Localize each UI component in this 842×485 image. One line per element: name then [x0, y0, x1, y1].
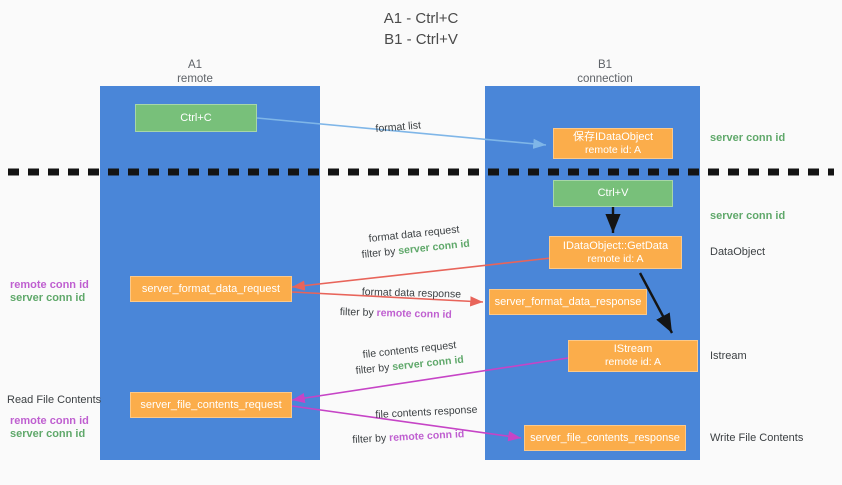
node-server-file-contents-response[interactable]: server_file_contents_response	[524, 425, 686, 451]
filter-prefix-3: filter by	[355, 361, 393, 377]
node-istream[interactable]: IStream remote id: A	[568, 340, 698, 372]
filter-value-4: remote conn id	[388, 428, 465, 445]
node-server-format-data-response[interactable]: server_format_data_response	[489, 289, 647, 315]
filter-value-2: remote conn id	[376, 306, 452, 321]
node-idataobject-getdata-remote-id: remote id: A	[587, 252, 644, 265]
node-save-idataobject-label: 保存IDataObject	[572, 130, 654, 143]
right-label-dataobject: DataObject	[710, 246, 766, 258]
title-line-2: B1 - Ctrl+V	[384, 31, 458, 48]
lane-a1-subtitle: remote	[177, 73, 213, 85]
right-label-server-conn-id-top: server conn id	[710, 132, 786, 144]
left-label-server-conn-id-2: server conn id	[10, 428, 86, 440]
node-idataobject-getdata[interactable]: IDataObject::GetData remote id: A	[549, 236, 682, 269]
right-label-istream: Istream	[710, 350, 747, 362]
annotation-format-list: format list	[375, 119, 422, 135]
node-server-file-contents-request-label: server_file_contents_request	[140, 398, 282, 411]
right-label-server-conn-id-mid: server conn id	[710, 210, 786, 222]
node-server-format-data-response-label: server_format_data_response	[494, 295, 642, 308]
filter-prefix-4: filter by	[352, 432, 390, 446]
left-label-remote-conn-id-1: remote conn id	[10, 279, 89, 291]
node-server-file-contents-request[interactable]: server_file_contents_request	[130, 392, 292, 418]
left-label-remote-conn-id-2: remote conn id	[10, 415, 89, 427]
node-server-format-data-request[interactable]: server_format_data_request	[130, 276, 292, 302]
lane-b1-subtitle: connection	[577, 73, 633, 85]
left-label-read-file-contents: Read File Contents	[7, 394, 102, 406]
lane-a1-title: A1	[187, 59, 203, 71]
node-server-format-data-request-label: server_format_data_request	[141, 282, 281, 295]
lane-b1-title: B1	[597, 59, 613, 71]
annotation-file-contents-response: file contents response	[375, 403, 478, 421]
annotation-file-contents-response-filter: filter by remote conn id	[352, 427, 465, 447]
node-ctrl-v-label: Ctrl+V	[597, 187, 629, 199]
annotation-format-data-response: format data response	[361, 285, 462, 301]
node-save-idataobject-remote-id: remote id: A	[584, 143, 642, 156]
node-save-idataobject[interactable]: 保存IDataObject remote id: A	[553, 128, 673, 159]
diagram-title: A1 - Ctrl+C B1 - Ctrl+V	[0, 8, 842, 50]
filter-prefix-1: filter by	[361, 245, 399, 261]
node-server-file-contents-response-label: server_file_contents_response	[530, 431, 680, 444]
node-idataobject-getdata-label: IDataObject::GetData	[562, 239, 669, 252]
annotation-format-data-response-filter: filter by remote conn id	[340, 305, 452, 322]
lane-header-b1: B1 connection	[515, 58, 695, 86]
node-istream-remote-id: remote id: A	[604, 356, 662, 368]
node-istream-label: IStream	[613, 343, 653, 355]
node-ctrl-v[interactable]: Ctrl+V	[553, 180, 673, 207]
lane-header-a1: A1 remote	[105, 58, 285, 86]
right-label-write-file-contents: Write File Contents	[710, 432, 804, 444]
title-line-1: A1 - Ctrl+C	[383, 10, 459, 27]
node-ctrl-c[interactable]: Ctrl+C	[135, 104, 257, 132]
node-ctrl-c-label: Ctrl+C	[180, 111, 212, 124]
left-label-server-conn-id-1: server conn id	[10, 292, 86, 304]
filter-prefix-2: filter by	[339, 305, 377, 319]
